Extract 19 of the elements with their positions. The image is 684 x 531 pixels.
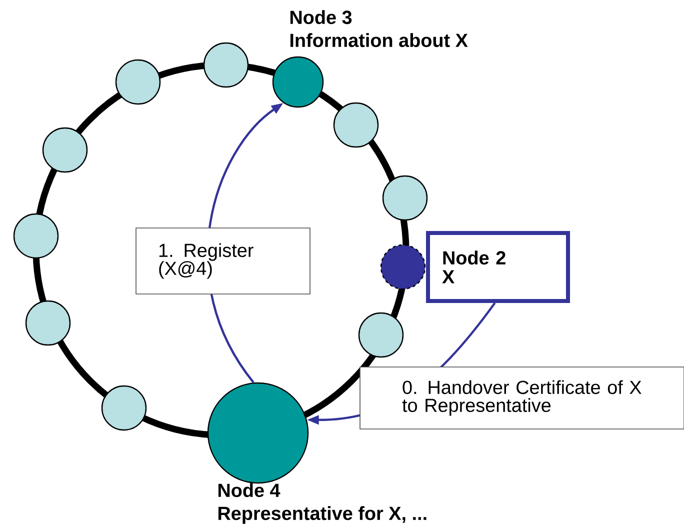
node-caption: Node 4 xyxy=(218,483,280,498)
node-circle xyxy=(380,244,426,290)
node-circle xyxy=(101,385,147,431)
node-circle xyxy=(382,175,428,221)
node-circle xyxy=(333,102,379,148)
node-caption: Information about X xyxy=(290,33,468,48)
edge-label: 1. Register (X@4) xyxy=(136,228,310,294)
node-box: Node 2 X xyxy=(426,230,570,303)
node-circle xyxy=(272,56,324,108)
node-circle xyxy=(25,300,71,346)
node-circle xyxy=(13,213,59,259)
node-circle xyxy=(42,127,88,173)
node-circle xyxy=(115,59,161,105)
node-circle xyxy=(207,382,309,484)
edge-label: 0. Handover Certificate of X to Representative xyxy=(360,366,684,430)
node-caption: Representative for X, ... xyxy=(218,506,426,524)
node-circle xyxy=(203,42,249,88)
node-circle xyxy=(358,312,404,358)
node-caption: Node 3 xyxy=(290,10,352,24)
